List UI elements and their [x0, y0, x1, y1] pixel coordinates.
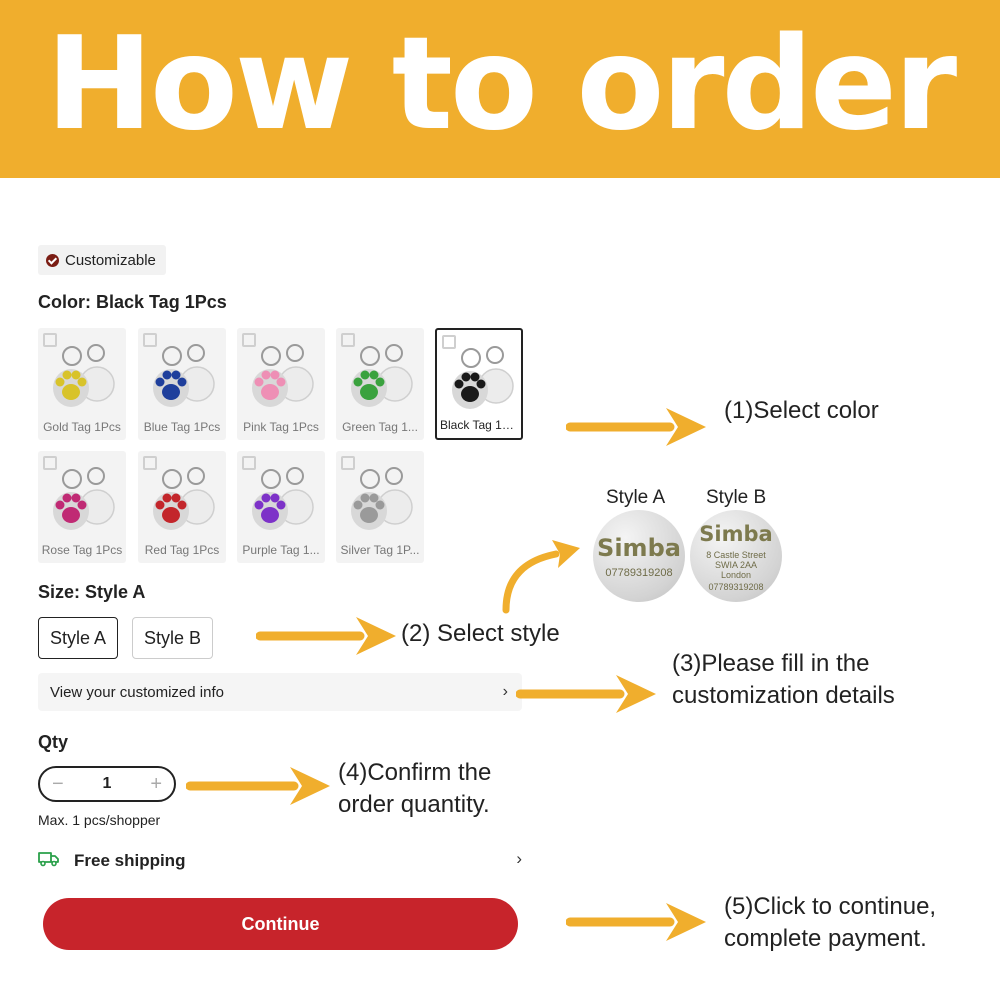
step-4-note: (4)Confirm the order quantity. — [338, 757, 491, 821]
color-swatch[interactable]: Blue Tag 1Pcs — [138, 328, 226, 440]
color-swatch[interactable]: Gold Tag 1Pcs — [38, 328, 126, 440]
swatch-badge-icon — [43, 456, 57, 470]
swatch-label: Rose Tag 1Pcs — [41, 543, 123, 557]
customized-info-row[interactable]: View your customized info › — [38, 673, 522, 711]
tag-b-line-2: SWIA 2AA — [714, 560, 758, 570]
color-swatch[interactable]: Purple Tag 1... — [237, 451, 325, 563]
chevron-right-icon: › — [516, 849, 522, 868]
swatch-label: Green Tag 1... — [342, 420, 418, 434]
swatch-badge-icon — [242, 333, 256, 347]
step-5-line-2: complete payment. — [724, 925, 927, 952]
tag-b-name: Simba — [699, 522, 773, 546]
banner-title: How to order — [45, 10, 957, 159]
style-a-tag-image: Simba 07789319208 — [593, 510, 685, 602]
step-5-line-1: (5)Click to continue, — [724, 893, 937, 920]
swatch-badge-icon — [442, 335, 456, 349]
paw-tag-icon — [452, 346, 514, 409]
customized-info-label: View your customized info — [50, 683, 224, 701]
quantity-value[interactable]: 1 — [102, 775, 112, 792]
tag-b-line-3: London — [720, 570, 752, 580]
badge-label: Customizable — [65, 251, 156, 269]
style-b-tag-label: Style B — [706, 487, 767, 508]
swatch-badge-icon — [43, 333, 57, 347]
swatch-badge-icon — [341, 456, 355, 470]
style-b-button[interactable]: Style B — [132, 617, 214, 659]
tag-a-name: Simba — [597, 534, 681, 562]
paw-tag-icon — [153, 467, 215, 530]
swatch-label: Blue Tag 1Pcs — [143, 420, 221, 434]
swatch-label: Silver Tag 1P... — [340, 543, 420, 557]
shipping-label: Free shipping — [74, 851, 186, 870]
arrow-right-icon — [256, 617, 396, 655]
paw-tag-icon — [252, 344, 314, 407]
quantity-stepper: − 1 + — [38, 766, 176, 802]
check-badge-icon — [46, 253, 59, 267]
swatch-label: Red Tag 1Pcs — [144, 543, 220, 557]
color-title: Color: Black Tag 1Pcs — [38, 292, 227, 312]
swatch-label: Gold Tag 1Pcs — [43, 420, 121, 434]
swatch-badge-icon — [143, 333, 157, 347]
color-swatch[interactable]: Red Tag 1Pcs — [138, 451, 226, 563]
color-swatch[interactable]: Black Tag 1P... — [435, 328, 523, 440]
step-4-line-1: (4)Confirm the — [338, 759, 492, 786]
max-qty-note: Max. 1 pcs/shopper — [38, 812, 161, 828]
qty-title: Qty — [38, 732, 69, 752]
curved-arrow-icon — [502, 540, 580, 614]
paw-tag-icon — [53, 467, 115, 530]
chevron-right-icon: › — [502, 683, 508, 700]
style-b-tag-image: Simba 8 Castle Street SWIA 2AA London 07… — [690, 510, 782, 602]
tag-b-line-4: 07789319208 — [708, 582, 764, 592]
paw-tag-icon — [53, 344, 115, 407]
color-swatch[interactable]: Rose Tag 1Pcs — [38, 451, 126, 563]
arrow-right-icon — [566, 903, 706, 941]
tag-a-phone: 07789319208 — [605, 567, 673, 579]
step-1-note: (1)Select color — [724, 397, 879, 424]
color-swatch[interactable]: Silver Tag 1P... — [336, 451, 424, 563]
swatch-label: Black Tag 1P... — [440, 418, 518, 432]
header-banner: How to order — [0, 0, 1000, 178]
customizable-badge: Customizable — [38, 245, 166, 275]
size-title: Size: Style A — [38, 582, 146, 602]
color-swatch[interactable]: Green Tag 1... — [336, 328, 424, 440]
step-2-note: (2) Select style — [401, 620, 560, 647]
paw-tag-icon — [351, 344, 413, 407]
step-3-line-2: customization details — [672, 682, 895, 709]
decrease-button[interactable]: − — [52, 772, 64, 795]
color-swatch[interactable]: Pink Tag 1Pcs — [237, 328, 325, 440]
paw-tag-icon — [252, 467, 314, 530]
step-3-line-1: (3)Please fill in the — [672, 650, 870, 677]
arrow-right-icon — [566, 408, 706, 446]
style-a-button[interactable]: Style A — [38, 617, 119, 659]
step-4-line-2: order quantity. — [338, 791, 490, 818]
continue-button[interactable]: Continue — [43, 898, 518, 950]
swatch-badge-icon — [143, 456, 157, 470]
paw-tag-icon — [153, 344, 215, 407]
step-5-note: (5)Click to continue, complete payment. — [724, 891, 936, 955]
swatch-badge-icon — [242, 456, 256, 470]
increase-button[interactable]: + — [150, 772, 162, 795]
style-a-tag-label: Style A — [606, 487, 666, 508]
arrow-right-icon — [186, 767, 330, 805]
arrow-right-icon — [516, 675, 656, 713]
tag-b-line-1: 8 Castle Street — [706, 550, 766, 560]
paw-tag-icon — [351, 467, 413, 530]
shipping-row[interactable]: Free shipping › — [38, 847, 522, 875]
swatch-badge-icon — [341, 333, 355, 347]
swatch-label: Purple Tag 1... — [242, 543, 320, 557]
step-3-note: (3)Please fill in the customization deta… — [672, 648, 895, 712]
swatch-label: Pink Tag 1Pcs — [243, 420, 319, 434]
truck-icon — [38, 851, 60, 872]
